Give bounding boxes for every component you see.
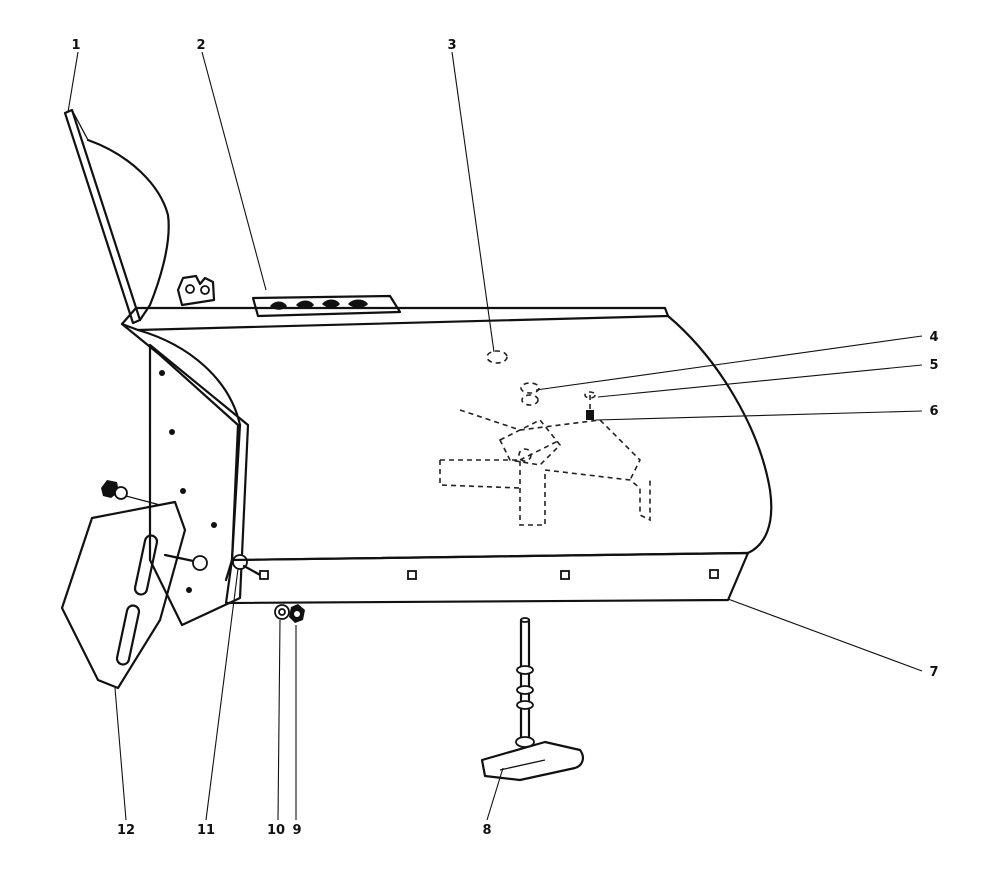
callout-9: 9 xyxy=(292,823,301,838)
callout-4: 4 xyxy=(929,330,938,345)
callout-5: 5 xyxy=(929,358,938,373)
callout-11: 11 xyxy=(197,823,215,838)
hex-nut xyxy=(289,604,305,623)
end-plate xyxy=(148,343,250,627)
cutting-edge xyxy=(224,551,750,605)
callout-7: 7 xyxy=(929,665,938,680)
hidden-hitch-frame xyxy=(439,409,651,526)
deflector-plate xyxy=(63,108,170,325)
hinge-bracket xyxy=(176,274,216,307)
callout-8: 8 xyxy=(482,823,491,838)
hidden-hardware xyxy=(486,350,596,420)
plow-blade xyxy=(120,306,773,582)
nut-washer xyxy=(101,480,161,506)
callouts: 1 2 3 4 5 6 7 8 9 10 11 12 xyxy=(71,38,938,838)
callout-3: 3 xyxy=(447,38,456,53)
decal-plate xyxy=(251,294,402,318)
leader-lines xyxy=(67,51,923,821)
skid-shoe xyxy=(60,500,208,690)
callout-12: 12 xyxy=(117,823,135,838)
skid-post xyxy=(480,617,584,782)
callout-6: 6 xyxy=(929,404,938,419)
carriage-bolt xyxy=(232,554,264,578)
callout-10: 10 xyxy=(267,823,285,838)
callout-1: 1 xyxy=(71,38,80,53)
lock-washer xyxy=(274,604,290,620)
callout-2: 2 xyxy=(196,38,205,53)
